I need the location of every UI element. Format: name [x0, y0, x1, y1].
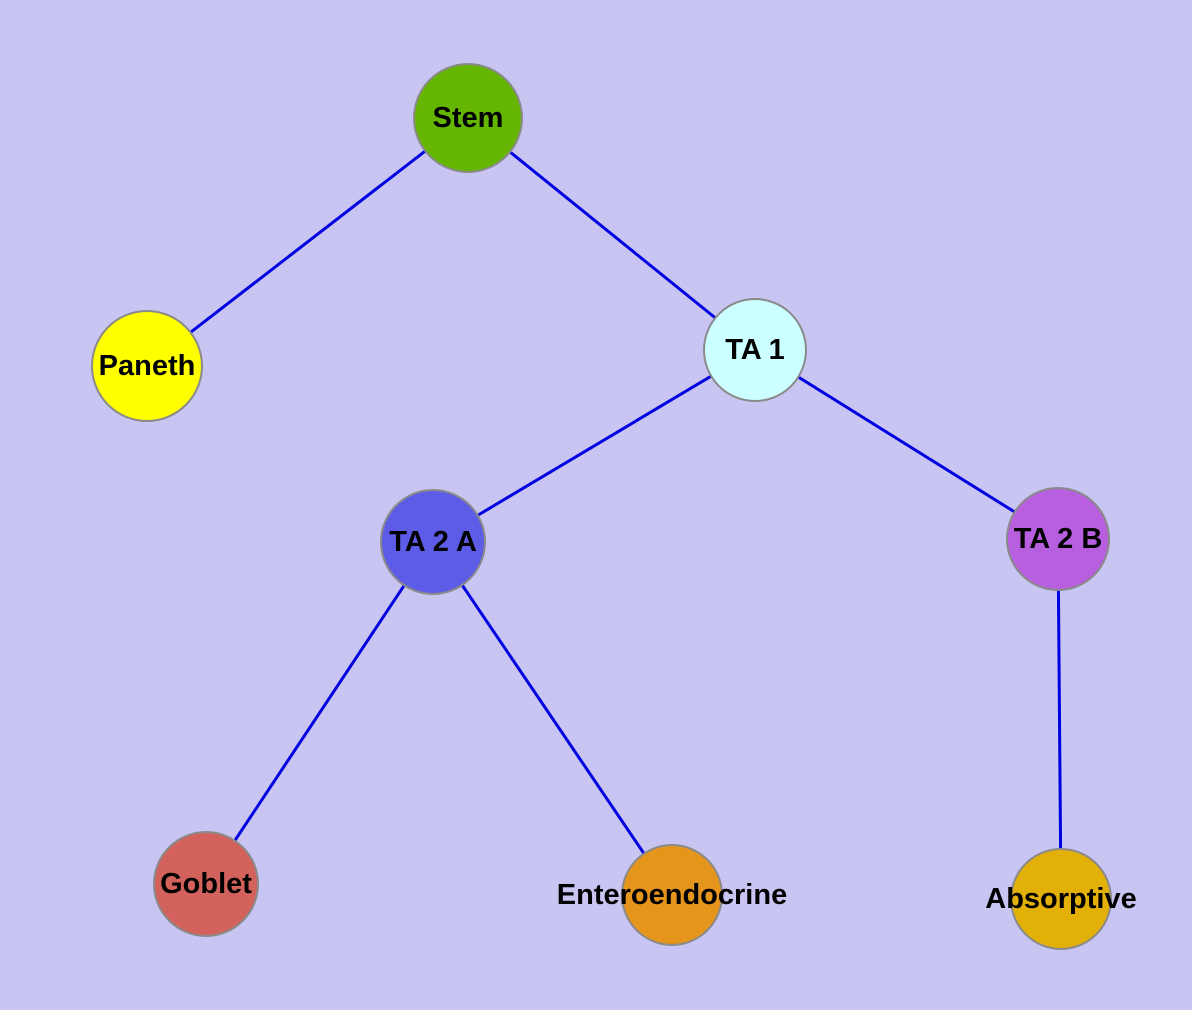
node-circle-ta2a: [380, 489, 486, 595]
node-circle-stem: [413, 63, 523, 173]
node-absorptive: Absorptive: [985, 848, 1137, 950]
edge-ta1-ta2a: [432, 348, 756, 544]
edge-ta2b-absorptive: [1056, 538, 1063, 900]
node-label-stem: Stem: [433, 102, 504, 134]
edge-stem-paneth: [146, 116, 469, 368]
node-label-ta2b: TA 2 B: [1014, 523, 1103, 555]
node-circle-ta2b: [1006, 487, 1110, 591]
node-goblet: Goblet: [153, 831, 259, 937]
node-circle-ta1: [703, 298, 807, 402]
node-paneth: Paneth: [91, 310, 203, 422]
node-circle-absorptive: [1010, 848, 1112, 950]
node-label-enteroendocrine: Enteroendocrine: [557, 879, 787, 911]
node-label-goblet: Goblet: [160, 868, 252, 900]
node-label-absorptive: Absorptive: [985, 883, 1136, 915]
node-circle-enteroendocrine: [621, 844, 723, 946]
node-ta1: TA 1: [703, 298, 807, 402]
node-ta2a: TA 2 A: [380, 489, 486, 595]
edge-ta2a-enteroendocrine: [431, 541, 674, 896]
node-label-paneth: Paneth: [99, 350, 196, 382]
node-label-ta2a: TA 2 A: [389, 526, 477, 558]
node-ta2b: TA 2 B: [1006, 487, 1110, 591]
node-label-ta1: TA 1: [725, 334, 785, 366]
edge-stem-ta1: [467, 116, 756, 352]
node-enteroendocrine: Enteroendocrine: [557, 844, 787, 946]
node-circle-goblet: [153, 831, 259, 937]
node-stem: Stem: [413, 63, 523, 173]
node-circle-paneth: [91, 310, 203, 422]
edge-ta2a-goblet: [204, 541, 435, 885]
edge-ta1-ta2b: [754, 348, 1059, 541]
